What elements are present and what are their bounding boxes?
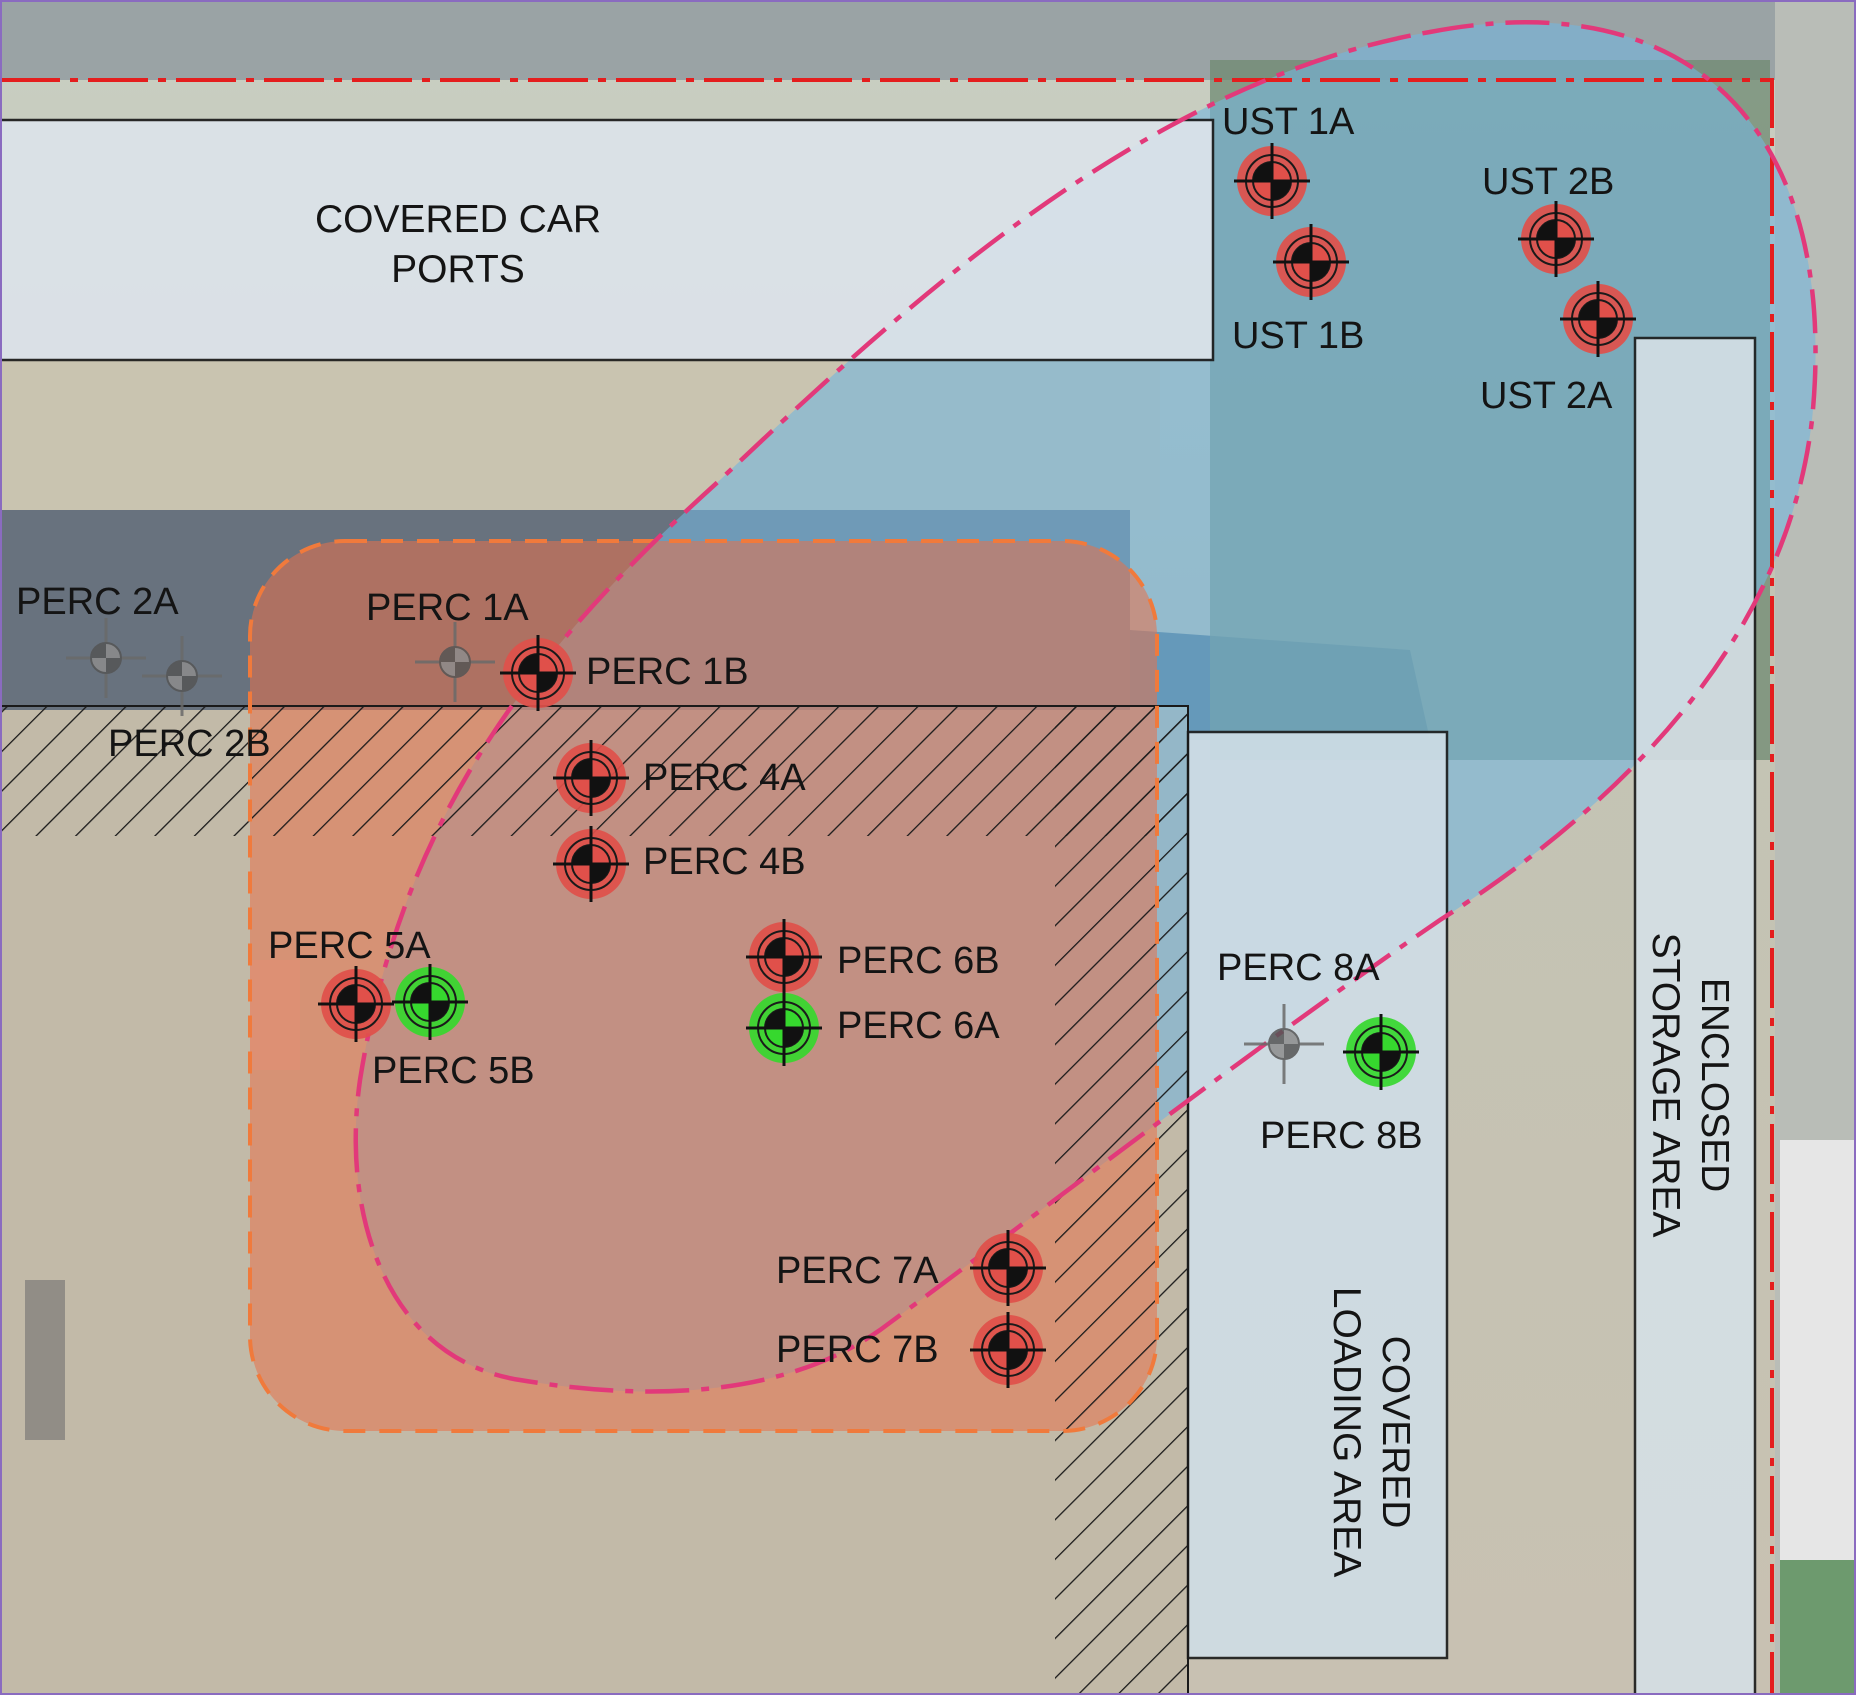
property-boundary xyxy=(0,78,1774,1695)
label-perc2b: PERC 2B xyxy=(108,723,271,765)
label-perc6b: PERC 6B xyxy=(837,940,1000,982)
sample-labels: UST 1A UST 1B UST 2B UST 2A PERC 2A PERC… xyxy=(16,101,1614,1371)
markers xyxy=(66,143,1636,1388)
car-ports-label-line2: PORTS xyxy=(391,248,525,291)
label-perc4a: PERC 4A xyxy=(643,757,806,799)
marker-perc6b[interactable] xyxy=(746,919,822,995)
label-perc8a: PERC 8A xyxy=(1217,947,1380,989)
storage-area-label-line2: STORAGE AREA xyxy=(1644,933,1687,1238)
marker-perc4a[interactable] xyxy=(553,740,629,816)
label-perc5b: PERC 5B xyxy=(372,1050,535,1092)
car-ports-label-line1: COVERED CAR xyxy=(315,198,601,241)
marker-perc8b[interactable] xyxy=(1343,1014,1419,1090)
label-perc1b: PERC 1B xyxy=(586,651,749,693)
label-perc1a: PERC 1A xyxy=(366,587,529,629)
plume-outlines xyxy=(248,20,1818,1433)
label-perc4b: PERC 4B xyxy=(643,841,806,883)
marker-perc8a[interactable] xyxy=(1244,1004,1324,1084)
loading-area-building xyxy=(1186,730,1449,1660)
marker-perc7b[interactable] xyxy=(970,1312,1046,1388)
label-perc2a: PERC 2A xyxy=(16,581,179,623)
marker-perc5a[interactable] xyxy=(318,966,394,1042)
marker-perc6a[interactable] xyxy=(746,990,822,1066)
storage-area-label-line1: ENCLOSED xyxy=(1693,978,1736,1193)
label-perc7b: PERC 7B xyxy=(776,1329,939,1371)
loading-area-label-line2: LOADING AREA xyxy=(1325,1287,1368,1577)
loading-area-label-line1: COVERED xyxy=(1374,1336,1417,1529)
marker-perc2a[interactable] xyxy=(66,618,146,698)
label-ust2a: UST 2A xyxy=(1480,375,1613,417)
marker-perc4b[interactable] xyxy=(553,826,629,902)
label-ust2b: UST 2B xyxy=(1482,161,1614,203)
label-perc5a: PERC 5A xyxy=(268,925,431,967)
area-labels: COVERED CAR PORTS LOADING AREA COVERED E… xyxy=(315,198,1736,1577)
label-ust1b: UST 1B xyxy=(1232,315,1364,357)
marker-ust1b[interactable] xyxy=(1273,224,1349,300)
marker-perc5b[interactable] xyxy=(392,964,468,1040)
storage-area-building xyxy=(1633,336,1757,1695)
car-ports-building xyxy=(0,118,1215,362)
label-ust1a: UST 1A xyxy=(1222,101,1355,143)
marker-perc2b[interactable] xyxy=(142,636,222,716)
marker-ust2a[interactable] xyxy=(1560,281,1636,357)
label-perc7a: PERC 7A xyxy=(776,1250,939,1292)
marker-perc1b[interactable] xyxy=(500,635,576,711)
marker-ust2b[interactable] xyxy=(1518,201,1594,277)
label-perc6a: PERC 6A xyxy=(837,1005,1000,1047)
marker-ust1a[interactable] xyxy=(1234,143,1310,219)
marker-perc1a[interactable] xyxy=(415,622,495,702)
label-perc8b: PERC 8B xyxy=(1260,1115,1423,1157)
marker-perc7a[interactable] xyxy=(970,1230,1046,1306)
